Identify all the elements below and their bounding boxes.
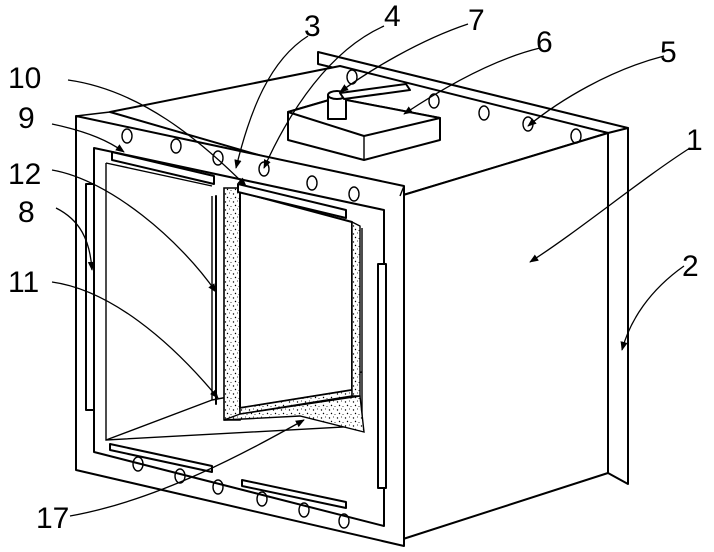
label-2: 2 bbox=[682, 250, 699, 283]
label-8: 8 bbox=[18, 196, 35, 229]
label-12: 12 bbox=[8, 158, 41, 191]
damper-blade bbox=[216, 188, 364, 432]
label-1: 1 bbox=[686, 124, 703, 157]
label-10: 10 bbox=[8, 62, 41, 95]
label-11: 11 bbox=[8, 266, 39, 299]
label-4: 4 bbox=[384, 0, 401, 33]
label-6: 6 bbox=[536, 26, 553, 59]
label-9: 9 bbox=[18, 102, 35, 135]
label-17: 17 bbox=[36, 502, 69, 535]
label-7: 7 bbox=[468, 4, 485, 37]
label-5: 5 bbox=[660, 36, 677, 69]
label-3: 3 bbox=[304, 10, 321, 43]
